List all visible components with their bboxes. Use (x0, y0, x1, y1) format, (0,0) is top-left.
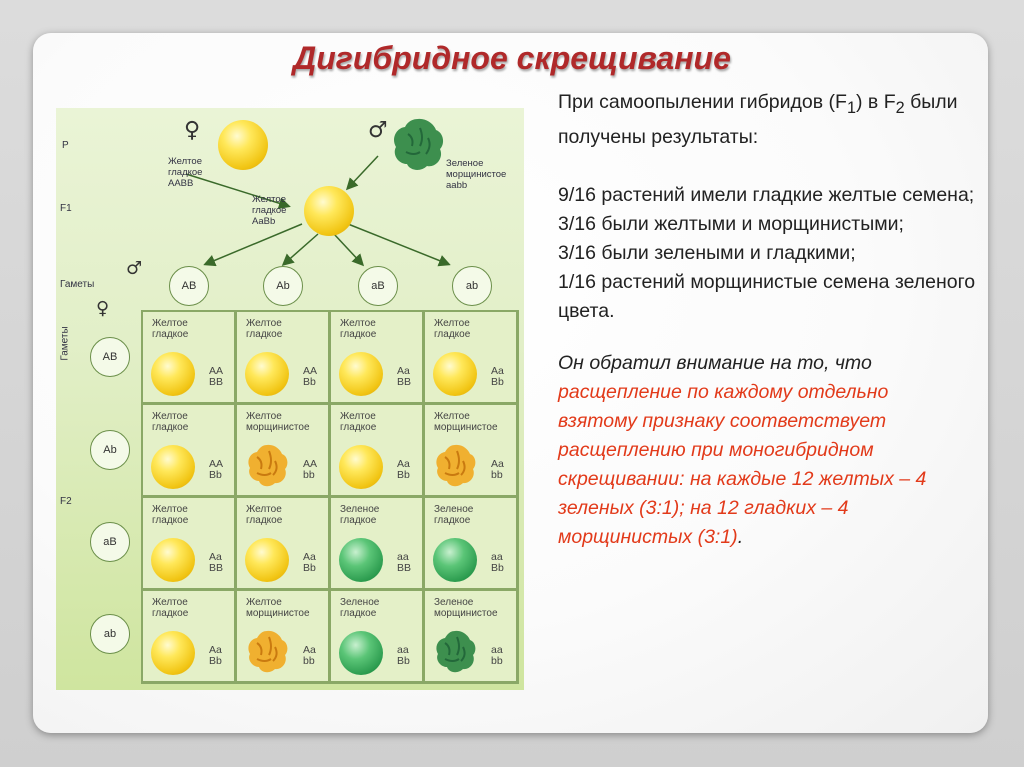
cell-genotype: Aa BB (397, 366, 411, 388)
punnett-cell: Желтое гладкое Aa Bb (331, 405, 422, 495)
yellow-smooth-seed (433, 352, 477, 396)
cell-phenotype: Желтое гладкое (152, 411, 188, 433)
yellow-smooth-seed (245, 352, 289, 396)
cell-genotype: aa bb (491, 645, 503, 667)
result-1: 9/16 растений имели гладкие желтые семен… (558, 181, 978, 210)
green-smooth-seed (433, 538, 477, 582)
cell-phenotype: Желтое гладкое (246, 504, 282, 526)
gamete-top-4: ab (452, 266, 492, 306)
intro-sub-2: 2 (896, 99, 905, 117)
result-3: 3/16 были зелеными и гладкими; (558, 239, 978, 268)
cell-genotype: AA Bb (209, 459, 223, 481)
cell-phenotype: Желтое морщинистое (246, 597, 310, 619)
cell-phenotype: Желтое гладкое (152, 504, 188, 526)
conclusion-lead: Он обратил внимание на то, что (558, 352, 872, 374)
yellow-smooth-seed (339, 352, 383, 396)
punnett-cell: Желтое гладкое AA Bb (143, 405, 234, 495)
green-smooth-seed (339, 538, 383, 582)
yellow-wrinkled-seed (433, 443, 479, 489)
row-label-f2: F2 (60, 496, 72, 507)
cell-genotype: AA bb (303, 459, 317, 481)
punnett-cell: Желтое морщинистое AA bb (237, 405, 328, 495)
gamete-left-3: aB (90, 522, 130, 562)
punnett-cell: Зеленое гладкое aa Bb (331, 591, 422, 681)
f1-label: Желтое гладкое AaBb (252, 194, 286, 227)
cell-genotype: Aa Bb (303, 552, 316, 574)
punnett-cell: Желтое гладкое AA BB (143, 312, 234, 402)
result-4: 1/16 растений морщинистые семена зеленог… (558, 268, 978, 326)
explanation-text: При самоопылении гибридов (F1) в F2 были… (558, 88, 978, 552)
parent-green-wrinkled-seed (390, 116, 446, 172)
intro-sub-1: 1 (847, 99, 856, 117)
punnett-cell: Желтое гладкое Aa BB (143, 498, 234, 588)
slide-title: Дигибридное скрещивание (0, 40, 1024, 77)
cell-genotype: Aa BB (209, 552, 223, 574)
conclusion-paragraph: Он обратил внимание на то, что расщеплен… (558, 349, 978, 552)
punnett-cell: Желтое гладкое Aa BB (331, 312, 422, 402)
f1-yellow-smooth-seed (304, 186, 354, 236)
yellow-wrinkled-seed (245, 629, 291, 675)
conclusion-end: . (738, 526, 743, 548)
cell-phenotype: Желтое гладкое (152, 318, 188, 340)
cell-genotype: AA BB (209, 366, 223, 388)
spacer (558, 326, 978, 349)
punnett-cell: Желтое морщинистое Aa bb (425, 405, 516, 495)
cell-genotype: aa Bb (397, 645, 410, 667)
gamete-left-4: ab (90, 614, 130, 654)
intro-text: При самоопылении гибридов (F (558, 91, 847, 113)
punnett-cell: Желтое морщинистое Aa bb (237, 591, 328, 681)
punnett-cell: Желтое гладкое Aa Bb (425, 312, 516, 402)
cell-phenotype: Зеленое гладкое (340, 504, 379, 526)
cell-genotype: aa Bb (491, 552, 504, 574)
cell-phenotype: Желтое гладкое (434, 318, 470, 340)
punnett-cell: Желтое гладкое Aa Bb (143, 591, 234, 681)
cell-genotype: Aa Bb (491, 366, 504, 388)
punnett-cell: Зеленое гладкое aa Bb (425, 498, 516, 588)
yellow-smooth-seed (339, 445, 383, 489)
punnett-cell: Желтое гладкое AA Bb (237, 312, 328, 402)
cell-genotype: aa BB (397, 552, 411, 574)
intro-mid: ) в F (856, 91, 896, 113)
gamete-top-2: Ab (263, 266, 303, 306)
cell-genotype: AA Bb (303, 366, 317, 388)
row-label-gametes-vertical: Гаметы (60, 326, 71, 360)
gamete-top-1: AB (169, 266, 209, 306)
gamete-left-2: Ab (90, 430, 130, 470)
yellow-smooth-seed (151, 352, 195, 396)
cell-phenotype: Желтое гладкое (152, 597, 188, 619)
cell-phenotype: Желтое морщинистое (434, 411, 498, 433)
cell-genotype: Aa Bb (209, 645, 222, 667)
yellow-wrinkled-seed (245, 443, 291, 489)
yellow-smooth-seed (151, 445, 195, 489)
cell-phenotype: Желтое морщинистое (246, 411, 310, 433)
green-smooth-seed (339, 631, 383, 675)
cell-phenotype: Желтое гладкое (246, 318, 282, 340)
cell-phenotype: Зеленое морщинистое (434, 597, 498, 619)
yellow-smooth-seed (151, 538, 195, 582)
punnett-cell: Зеленое морщинистое aa bb (425, 591, 516, 681)
intro-paragraph: При самоопылении гибридов (F1) в F2 были… (558, 88, 978, 152)
gamete-left-1: AB (90, 337, 130, 377)
cell-phenotype: Зеленое гладкое (340, 597, 379, 619)
parent-male-label: Зеленое морщинистое aabb (446, 158, 506, 191)
cell-phenotype: Желтое гладкое (340, 318, 376, 340)
green-wrinkled-seed (433, 629, 479, 675)
cell-phenotype: Желтое гладкое (340, 411, 376, 433)
spacer (558, 152, 978, 181)
parent-yellow-smooth-seed (218, 120, 268, 170)
cell-phenotype: Зеленое гладкое (434, 504, 473, 526)
conclusion-highlight: расщепление по каждому отдельно взятому … (558, 381, 926, 548)
cell-genotype: Aa bb (491, 459, 504, 481)
cell-genotype: Aa bb (303, 645, 316, 667)
parent-female-label: Желтое гладкое AABB (168, 156, 202, 189)
result-2: 3/16 были желтыми и морщинистыми; (558, 210, 978, 239)
gamete-top-3: aB (358, 266, 398, 306)
yellow-smooth-seed (245, 538, 289, 582)
punnett-cell: Желтое гладкое Aa Bb (237, 498, 328, 588)
yellow-smooth-seed (151, 631, 195, 675)
cell-genotype: Aa Bb (397, 459, 410, 481)
punnett-cell: Зеленое гладкое aa BB (331, 498, 422, 588)
